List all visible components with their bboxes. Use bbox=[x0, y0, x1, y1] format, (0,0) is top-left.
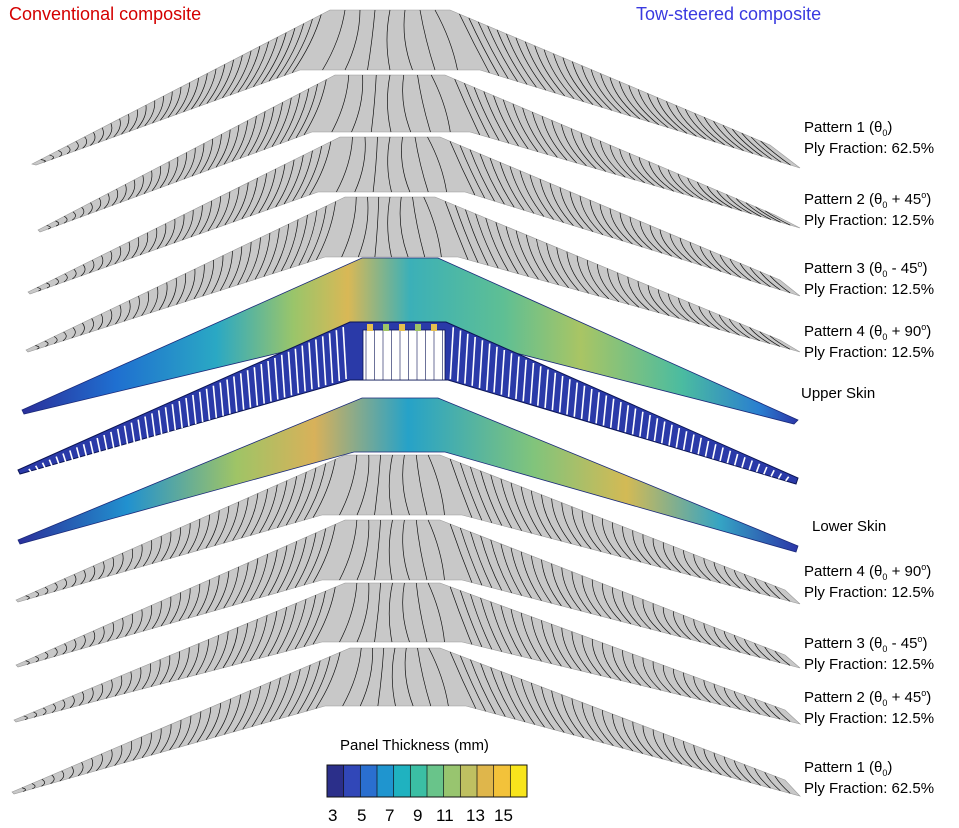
colorbar-swatch bbox=[343, 765, 361, 797]
upper-skin-label: Upper Skin bbox=[801, 385, 876, 402]
colorbar-swatch bbox=[443, 765, 461, 797]
colorbar-tick: 9 bbox=[413, 806, 423, 825]
colorbar-swatch bbox=[360, 765, 378, 797]
wing-pattern-4-upper bbox=[25, 196, 801, 353]
upper-skin-thickness bbox=[21, 257, 799, 425]
colorbar-swatch bbox=[460, 765, 478, 797]
colorbar-tick: 15 bbox=[494, 806, 513, 825]
wing-pattern-1-lower bbox=[11, 647, 801, 797]
upper-pattern-1-label: Pattern 1 (θ0) Ply Fraction: 62.5% bbox=[804, 119, 935, 157]
colorbar-swatch bbox=[393, 765, 411, 797]
colorbar-swatch bbox=[477, 765, 495, 797]
colorbar-frame bbox=[326, 764, 528, 798]
colorbar-swatch bbox=[410, 765, 428, 797]
colorbar-tick: 3 bbox=[328, 806, 338, 825]
upper-pattern-3-label: Pattern 3 (θ0 - 45o) Ply Fraction: 12.5% bbox=[804, 259, 935, 298]
conventional-header: Conventional composite bbox=[9, 4, 202, 24]
wing-pattern-3-lower bbox=[15, 519, 801, 669]
colorbar-tick: 7 bbox=[385, 806, 395, 825]
colorbar-swatch bbox=[327, 765, 345, 797]
lower-skin-label: Lower Skin bbox=[812, 518, 887, 535]
colorbar-swatch bbox=[427, 765, 445, 797]
lower-skin-thickness bbox=[17, 397, 799, 553]
wing-pattern-1-upper bbox=[31, 9, 801, 169]
wing-pattern-4-lower bbox=[15, 454, 801, 605]
upper-pattern-4-label: Pattern 4 (θ0 + 90o) Ply Fraction: 12.5% bbox=[804, 322, 935, 361]
colorbar-swatch bbox=[493, 765, 511, 797]
tow-steered-header: Tow-steered composite bbox=[636, 4, 822, 24]
colorbar bbox=[326, 764, 528, 798]
lower-pattern-3-label: Pattern 3 (θ0 - 45o) Ply Fraction: 12.5% bbox=[804, 634, 935, 673]
colorbar-tick: 13 bbox=[466, 806, 485, 825]
colorbar-swatch bbox=[510, 765, 528, 797]
upper-pattern-2-label: Pattern 2 (θ0 + 45o) Ply Fraction: 12.5% bbox=[804, 190, 935, 229]
lower-pattern-2-label: Pattern 2 (θ0 + 45o) Ply Fraction: 12.5% bbox=[804, 688, 935, 727]
colorbar-swatch bbox=[377, 765, 395, 797]
wing-pattern-2-lower bbox=[13, 582, 802, 725]
wing-pattern-2-upper bbox=[37, 74, 801, 233]
colorbar-title: Panel Thickness (mm) bbox=[340, 737, 489, 754]
wing-pattern-3-upper bbox=[27, 136, 801, 297]
colorbar-tick: 11 bbox=[436, 806, 454, 825]
structure-wing bbox=[17, 321, 799, 485]
lower-pattern-1-label: Pattern 1 (θ0) Ply Fraction: 62.5% bbox=[804, 759, 935, 797]
lower-pattern-4-label: Pattern 4 (θ0 + 90o) Ply Fraction: 12.5% bbox=[804, 562, 935, 601]
colorbar-tick: 5 bbox=[357, 806, 367, 825]
